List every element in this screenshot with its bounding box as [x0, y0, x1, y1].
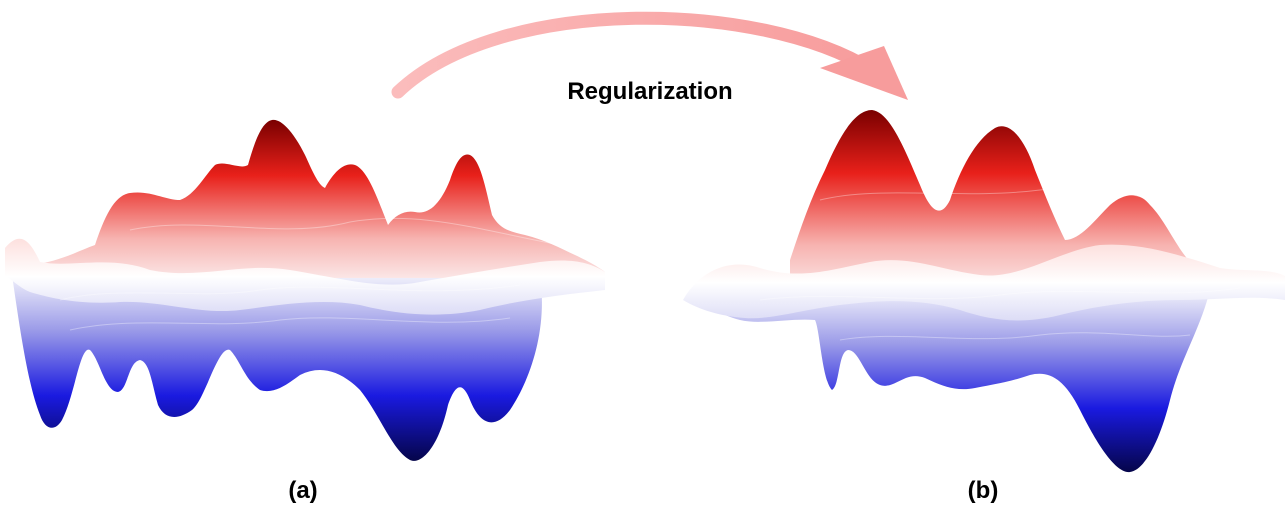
regularization-arrow: [391, 11, 908, 100]
surface-b-valleys: [700, 290, 1210, 473]
arrow-label: Regularization: [567, 78, 732, 105]
panel-b-label: (b): [968, 477, 999, 504]
surface-a-valleys: [12, 275, 542, 461]
panel-a-label: (a): [288, 477, 317, 504]
surface-b-ribbon: [683, 244, 1285, 321]
surface-a-peaks: [30, 119, 605, 278]
surface-b: [683, 110, 1285, 473]
surface-a: [5, 119, 605, 461]
surface-a-ribbon: [5, 238, 605, 315]
